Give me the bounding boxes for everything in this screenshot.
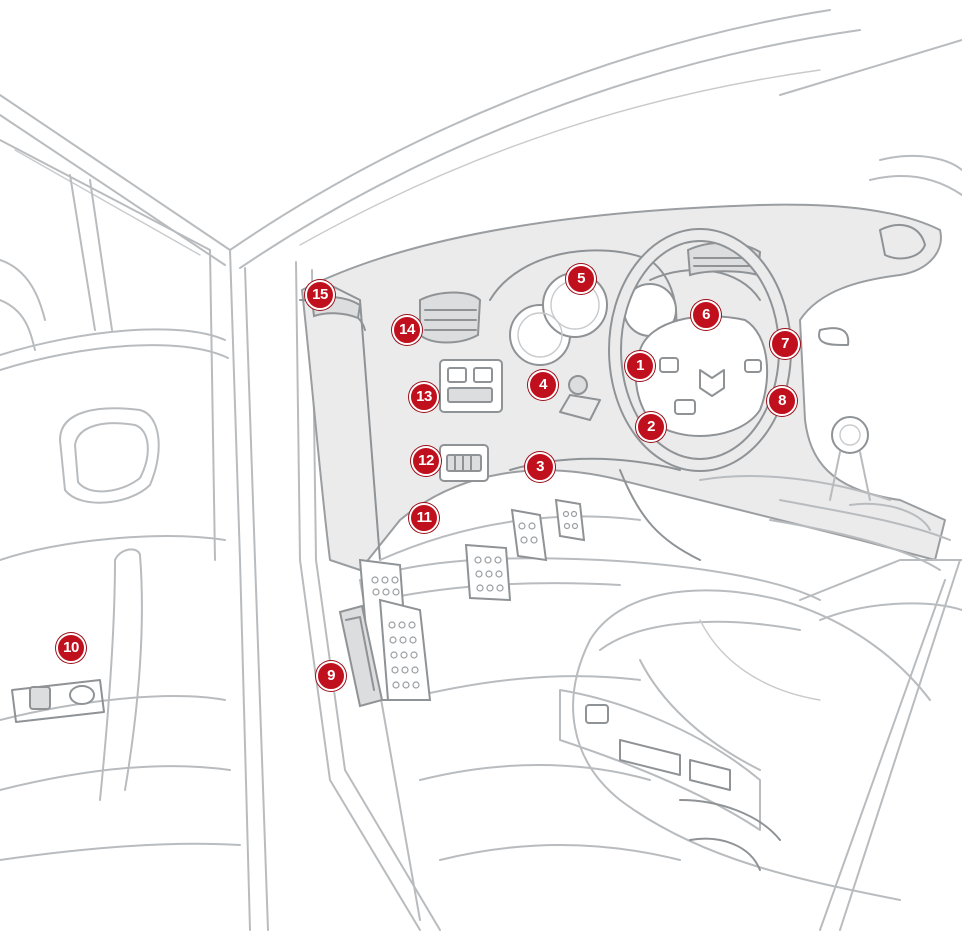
callout-12: 12 bbox=[411, 446, 441, 476]
callout-13: 13 bbox=[409, 382, 439, 412]
callout-5: 5 bbox=[566, 264, 596, 294]
ignition-stalk bbox=[559, 375, 601, 421]
callout-7: 7 bbox=[770, 329, 800, 359]
callout-1: 1 bbox=[625, 351, 655, 381]
callout-4: 4 bbox=[528, 370, 558, 400]
callout-10: 10 bbox=[56, 633, 86, 663]
seat-base bbox=[559, 689, 781, 871]
driver-seat bbox=[572, 559, 962, 901]
right-pillar bbox=[819, 154, 962, 931]
callout-14: 14 bbox=[392, 315, 422, 345]
floor bbox=[359, 557, 821, 921]
roof-and-windshield-lines bbox=[0, 9, 962, 269]
bonnet-release bbox=[338, 604, 384, 708]
left-switch-panel bbox=[439, 359, 503, 482]
callout-11: 11 bbox=[409, 503, 439, 533]
door-panel-lines bbox=[0, 139, 241, 861]
callout-8: 8 bbox=[767, 386, 797, 416]
gear-lever bbox=[769, 416, 951, 571]
callout-2: 2 bbox=[636, 412, 666, 442]
callout-3: 3 bbox=[525, 452, 555, 482]
callout-15: 15 bbox=[305, 280, 335, 310]
callout-6: 6 bbox=[691, 300, 721, 330]
callout-9: 9 bbox=[316, 661, 346, 691]
